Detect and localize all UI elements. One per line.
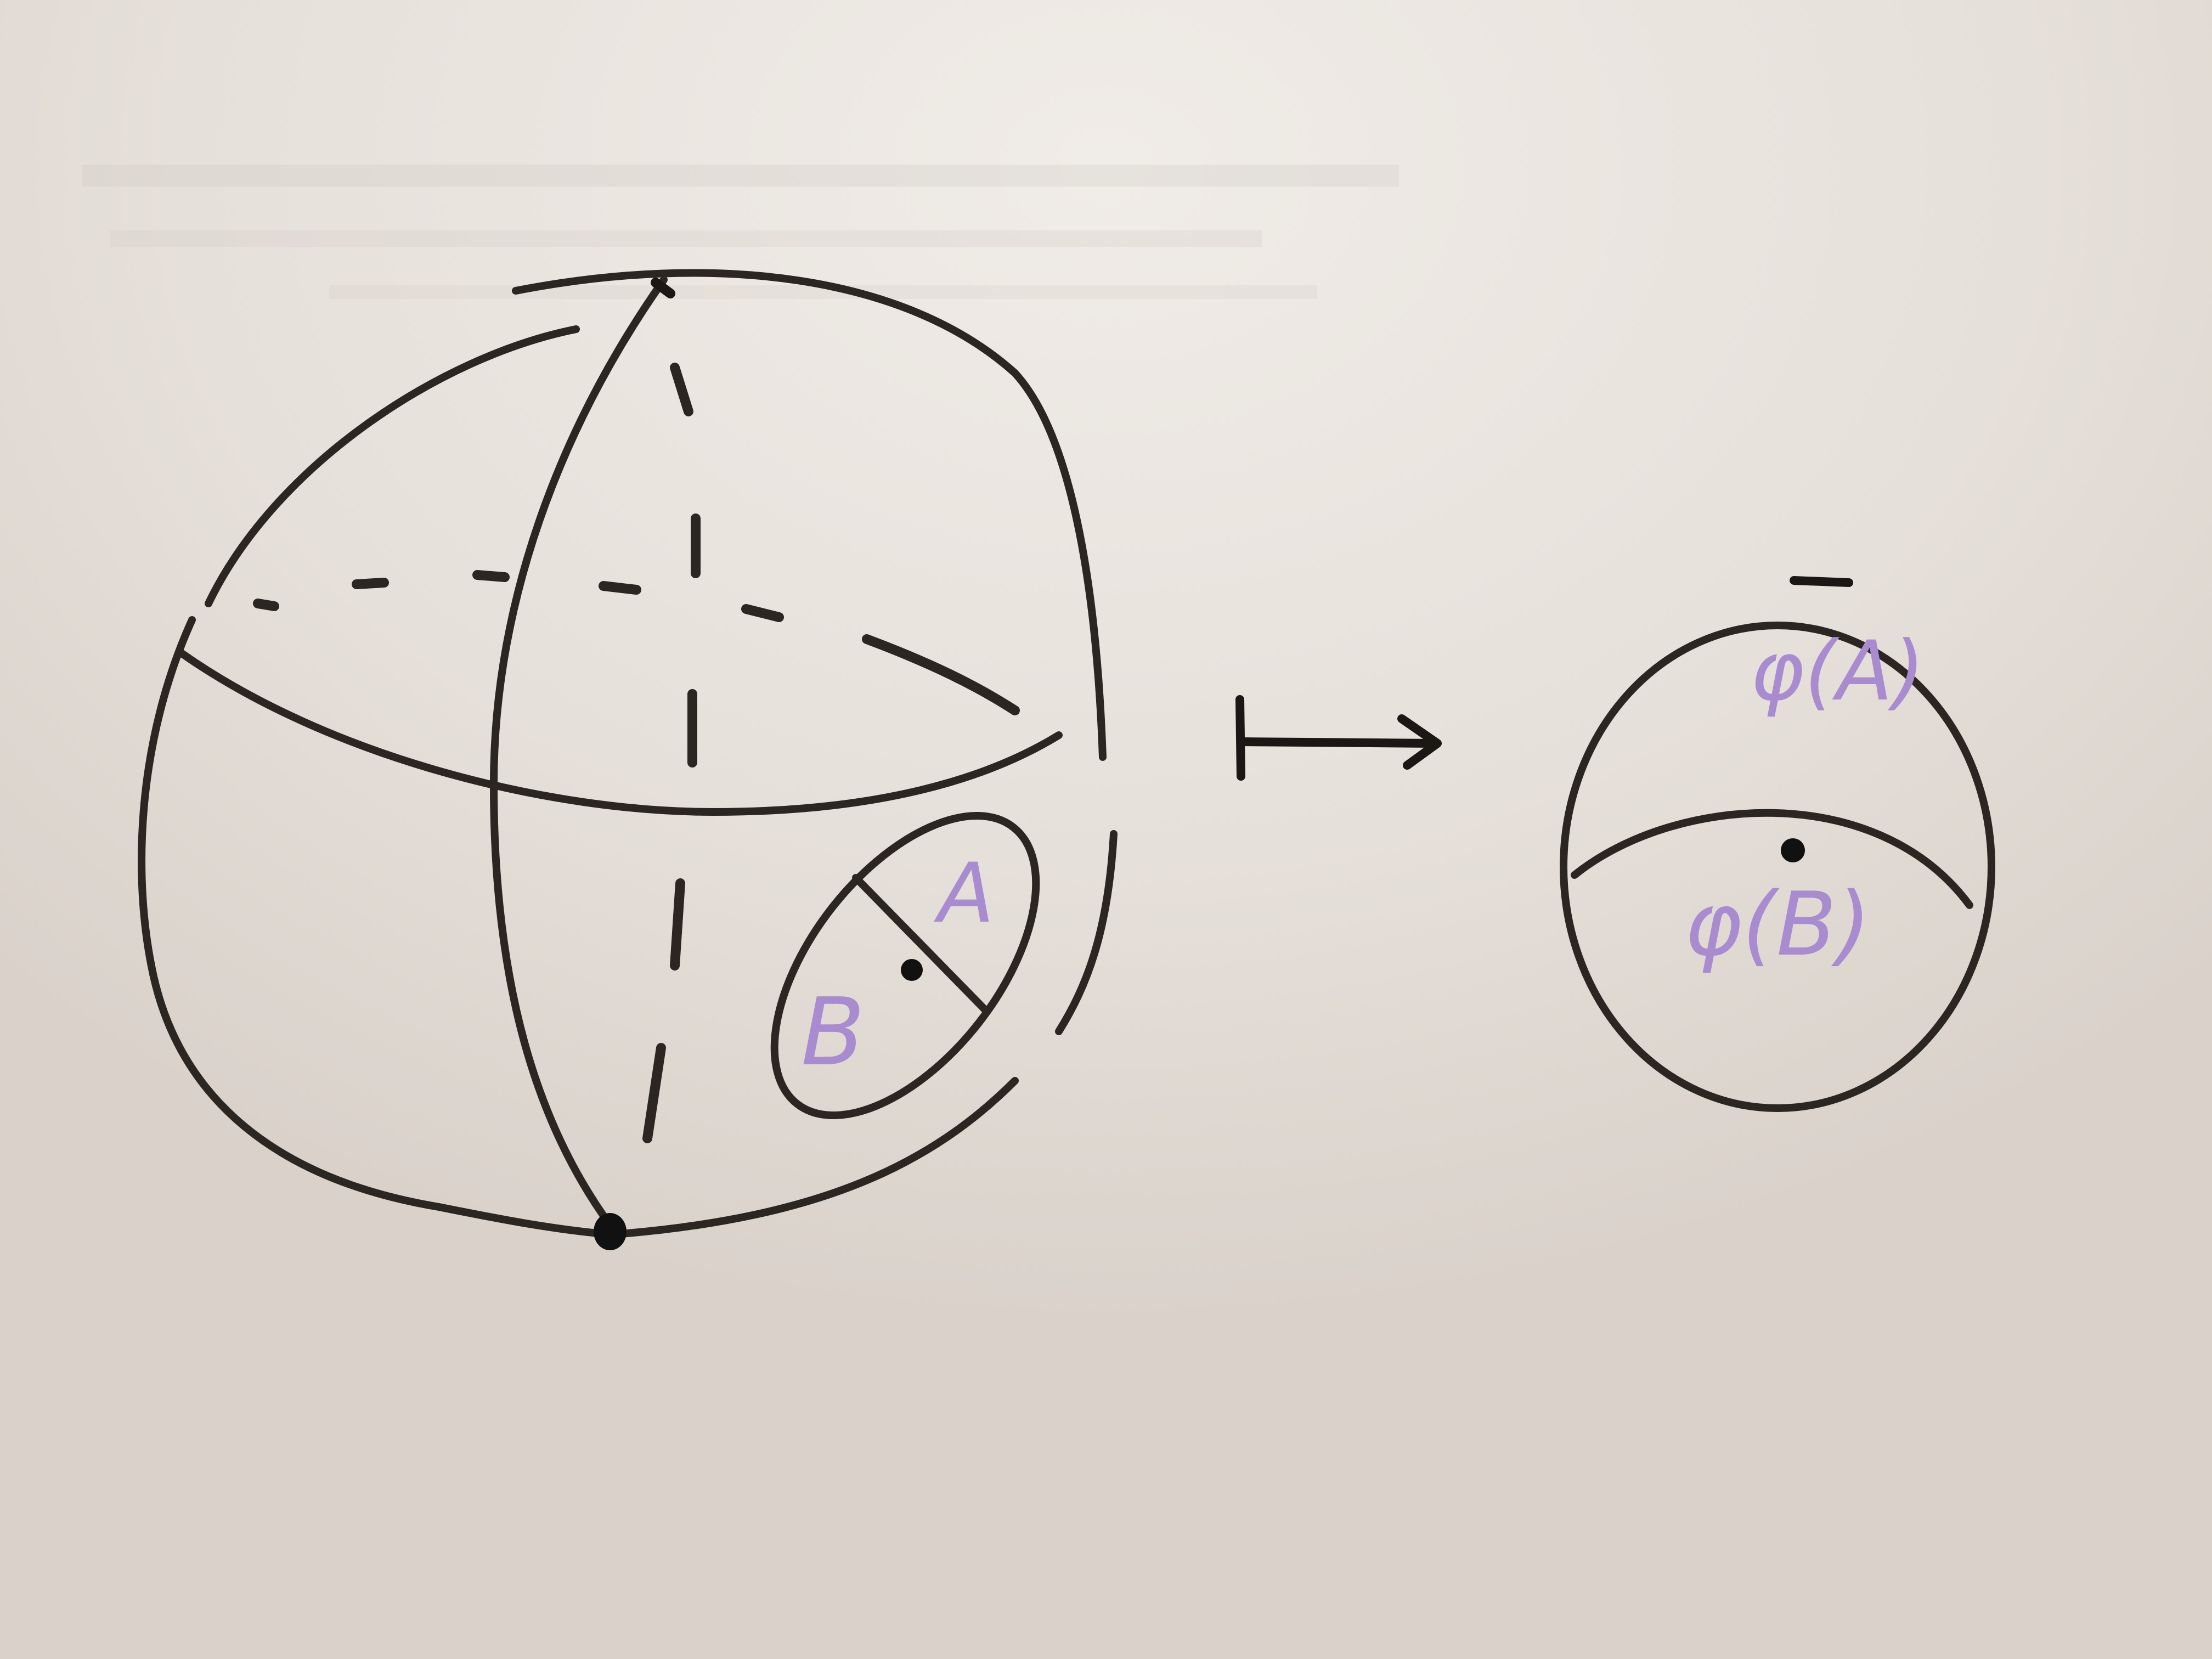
cap-divider: [852, 874, 989, 1013]
image-b-label: φ(B): [1684, 873, 1871, 975]
image-a-label: φ(A): [1750, 624, 1925, 719]
board-reflections: [82, 165, 1399, 299]
north-pole-mark: [651, 278, 675, 298]
sphere-outline-bottom-right: [611, 1077, 1019, 1238]
sphere-outline-upper-left: [205, 325, 580, 607]
meridian-front: [490, 276, 668, 1227]
south-pole-point: [594, 1213, 627, 1250]
disk-diagram: φ(A) φ(B): [1560, 576, 1995, 1112]
disk-outline: [1560, 622, 1995, 1112]
equator-front: [177, 649, 1063, 816]
sphere-outline-top: [512, 269, 1107, 761]
maps-to-arrow: [1235, 695, 1442, 781]
sphere-outline-right-lower: [1055, 830, 1118, 1035]
sphere-outline-left: [138, 616, 613, 1238]
disk-top-mark: [1790, 576, 1853, 587]
disk-divider-arc: [1571, 809, 1973, 909]
disk-center-point: [1781, 838, 1805, 862]
arrow-head: [1397, 714, 1442, 770]
equator-back-dashes: [253, 570, 1020, 715]
meridian-back-dashes: [642, 363, 701, 1143]
arrow-shaft: [1237, 737, 1439, 748]
cap-center-point: [901, 959, 923, 981]
sphere-diagram: A B: [138, 269, 1118, 1250]
region-a-label: A: [934, 846, 995, 941]
region-b-label: B: [801, 978, 865, 1087]
cap-region-outline: [770, 811, 1040, 1120]
